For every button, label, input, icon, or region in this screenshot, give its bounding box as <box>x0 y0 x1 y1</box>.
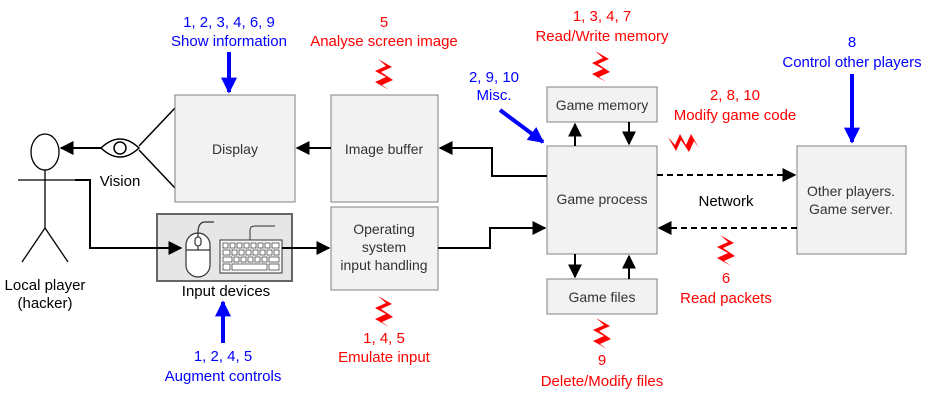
game-process-label: Game process <box>556 191 647 207</box>
game-memory-label: Game memory <box>556 97 649 113</box>
network-label: Network <box>698 193 754 210</box>
show-info-text: Show information <box>171 33 287 50</box>
lightning-icon <box>375 59 393 90</box>
process-to-buffer-arrow <box>438 141 547 177</box>
game-files-box <box>546 278 658 315</box>
display-box <box>174 94 296 203</box>
modify-code-numbers: 2, 8, 10 <box>710 87 760 104</box>
lightning-icon <box>668 134 699 152</box>
other-players-box <box>796 145 907 255</box>
lightning-icon <box>717 235 735 266</box>
control-text: Control other players <box>782 54 921 71</box>
misc-text: Misc. <box>477 87 512 104</box>
os-input-label-line3: input handling <box>340 257 427 273</box>
read-packets-numbers: 6 <box>722 270 730 287</box>
local-player-label-line2: (hacker) <box>17 295 72 312</box>
emulate-numbers: 1, 4, 5 <box>363 330 405 347</box>
display-label: Display <box>212 141 258 157</box>
keyboard-icon <box>219 225 283 274</box>
vision-cone-upper <box>138 107 176 147</box>
game-memory-box <box>546 86 658 123</box>
show-info-numbers: 1, 2, 3, 4, 6, 9 <box>183 14 275 31</box>
os-input-label-line2: system <box>362 239 406 255</box>
read-packets-text: Read packets <box>680 290 772 307</box>
player-to-devices-arrow <box>75 179 183 255</box>
modify-code-text: Modify game code <box>674 107 797 124</box>
read-write-text: Read/Write memory <box>535 28 669 45</box>
lightning-icon <box>593 318 611 349</box>
input-devices-label: Input devices <box>182 283 270 300</box>
read-write-numbers: 1, 3, 4, 7 <box>573 8 631 25</box>
vision-label: Vision <box>100 173 141 190</box>
emulate-text: Emulate input <box>338 349 431 366</box>
stick-figure-icon <box>18 133 75 263</box>
game-process-box <box>546 145 658 255</box>
control-numbers: 8 <box>848 34 856 51</box>
delete-files-numbers: 9 <box>598 352 606 369</box>
other-players-label-line2: Game server. <box>809 201 893 217</box>
local-player-label-line1: Local player <box>5 277 86 294</box>
image-buffer-label: Image buffer <box>345 141 424 157</box>
vision-cone-lower <box>138 149 176 189</box>
misc-numbers: 2, 9, 10 <box>469 69 519 86</box>
augment-numbers: 1, 2, 4, 5 <box>194 348 252 365</box>
analyse-text: Analyse screen image <box>310 33 458 50</box>
eye-icon <box>99 138 141 158</box>
other-players-label-line1: Other players. <box>807 183 895 199</box>
lightning-icon <box>375 296 393 327</box>
os-input-box <box>330 206 439 291</box>
os-input-label-line1: Operating <box>353 221 414 237</box>
augment-text: Augment controls <box>165 368 282 385</box>
analyse-numbers: 5 <box>380 14 388 31</box>
delete-files-text: Delete/Modify files <box>541 373 664 390</box>
misc-arrow <box>498 108 545 144</box>
game-files-label: Game files <box>569 289 636 305</box>
mouse-icon <box>185 221 214 278</box>
image-buffer-box <box>330 94 439 203</box>
lightning-icon <box>592 51 610 82</box>
os-to-process-arrow <box>438 221 547 249</box>
